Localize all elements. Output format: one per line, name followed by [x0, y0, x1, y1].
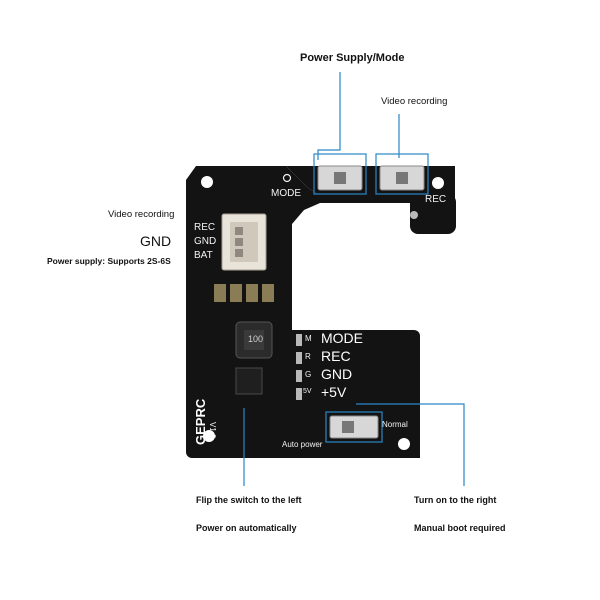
silk-pin-r: R	[305, 352, 311, 361]
mounting-hole-top-left	[201, 176, 213, 188]
jst-connector-inner	[230, 222, 258, 262]
smd-cap-3	[246, 284, 258, 302]
mode-indicator-ring	[282, 173, 292, 183]
silk-pin-5v-big: +5V	[321, 384, 347, 400]
mounting-hole-bottom-left	[203, 430, 215, 442]
silk-mode: MODE	[271, 188, 301, 199]
inductor-top	[244, 330, 264, 350]
jst-pin-3	[235, 249, 243, 257]
mode-switch-knob	[334, 172, 346, 184]
jst-pin-1	[235, 227, 243, 235]
power-supply-mode-label: Power Supply/Mode	[300, 52, 405, 64]
side-pad-r	[296, 352, 302, 364]
silk-rec-top: REC	[425, 194, 447, 205]
jst-pin-2	[235, 238, 243, 246]
silk-pin-m: M	[305, 334, 312, 343]
silk-conn-rec: REC	[194, 222, 216, 233]
silk-pin-gnd: GND	[321, 366, 353, 382]
mounting-hole-bottom-right	[398, 438, 410, 450]
callout-line-turn-right	[356, 403, 465, 486]
side-pad-5v	[296, 388, 302, 400]
video-recording-top-label: Video recording	[381, 96, 448, 107]
callout-box-rec-switch	[375, 153, 429, 195]
manual-boot-label: Manual boot required	[414, 523, 506, 533]
ic-chip	[235, 367, 263, 395]
brand-logo: GEPRC	[193, 398, 208, 445]
pcb-right-ear	[410, 194, 456, 234]
rec-pad	[410, 211, 418, 219]
power-supply-supports-label: Power supply: Supports 2S-6S	[47, 256, 171, 266]
smd-cap-2	[230, 284, 242, 302]
mounting-hole-top-right	[432, 177, 444, 189]
side-pad-g	[296, 370, 302, 382]
silk-normal: Normal	[382, 420, 408, 429]
silk-conn-gnd: GND	[194, 236, 217, 247]
callout-box-auto-switch	[325, 411, 383, 443]
callout-lines	[243, 72, 465, 486]
smd-cap-4	[262, 284, 274, 302]
silk-pin-5v: 5V	[303, 388, 312, 395]
rec-switch-knob	[396, 172, 408, 184]
auto-power-switch-knob	[342, 421, 354, 433]
inductor-marking: 100	[248, 334, 264, 344]
smd-cap-1	[214, 284, 226, 302]
power-on-auto-label: Power on automatically	[196, 523, 297, 533]
side-pad-m	[296, 334, 302, 346]
silk-auto-power: Auto power	[282, 440, 323, 449]
callout-box-mode-switch	[313, 153, 367, 195]
video-recording-left-label: Video recording	[108, 209, 175, 220]
flip-switch-left-label: Flip the switch to the left	[196, 495, 302, 505]
silk-pin-mode: MODE	[321, 330, 363, 346]
silk-pin-rec: REC	[321, 348, 351, 364]
callout-line-power-mode	[317, 72, 341, 160]
turn-on-right-label: Turn on to the right	[414, 495, 497, 505]
silk-version: V1.0	[208, 422, 217, 439]
silk-pin-g: G	[305, 370, 312, 379]
silk-conn-bat: BAT	[194, 250, 213, 261]
pcb-top-tab	[286, 166, 455, 194]
gnd-left-label: GND	[140, 233, 172, 249]
